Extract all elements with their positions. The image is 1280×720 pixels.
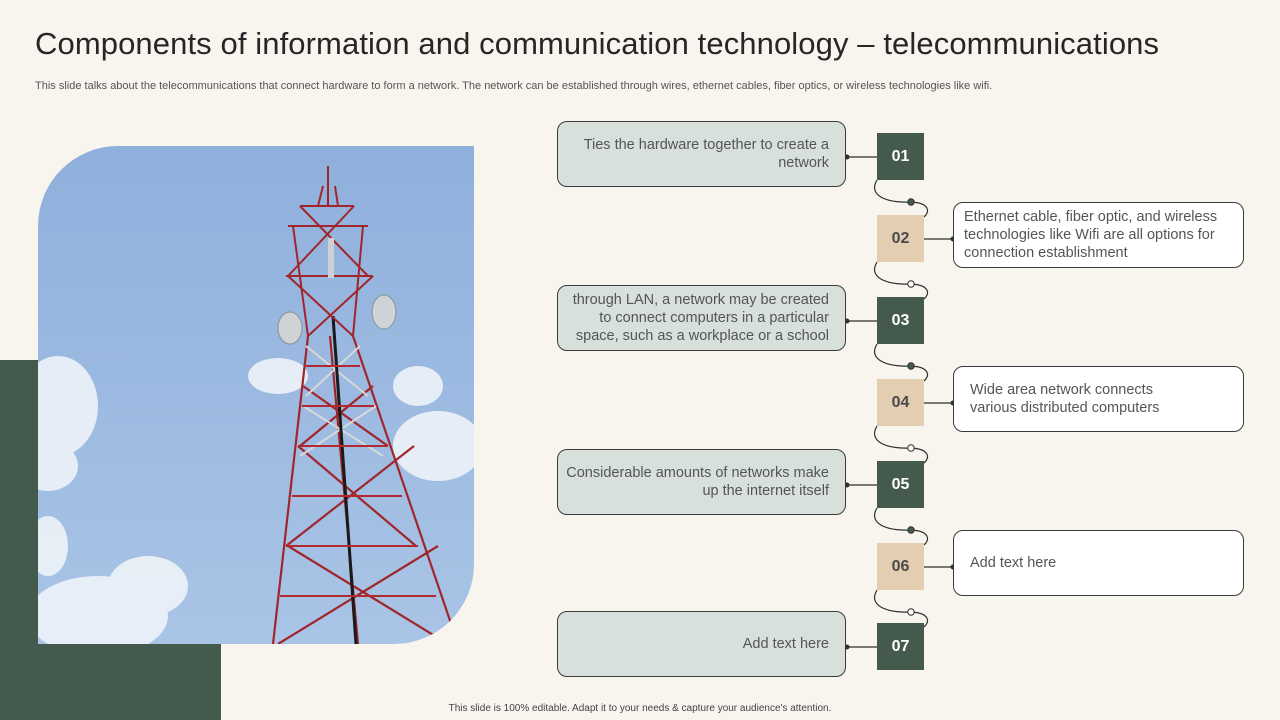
step-07-text: Add text here: [742, 636, 829, 652]
page-title: Components of information and communicat…: [35, 26, 1160, 61]
step-02-text: Ethernet cable, fiber optic, and wireles…: [964, 209, 1218, 261]
step-01-text: Ties the hardware together to create a n…: [583, 137, 829, 171]
step-04-text: Wide area network connects various distr…: [970, 382, 1160, 416]
step-02-number: 02: [877, 215, 924, 262]
step-03-number: 03: [877, 297, 924, 344]
page-subtitle: This slide talks about the telecommunica…: [35, 80, 993, 92]
step-07-box: Add text here: [557, 611, 846, 677]
step-02-box: Ethernet cable, fiber optic, and wireles…: [953, 202, 1244, 268]
step-01-box: Ties the hardware together to create a n…: [557, 121, 846, 187]
step-04-number: 04: [877, 379, 924, 426]
step-05-text: Considerable amounts of networks make up…: [566, 465, 829, 499]
step-05-number: 05: [877, 461, 924, 508]
step-04-box: Wide area network connects various distr…: [953, 366, 1244, 432]
step-06-number: 06: [877, 543, 924, 590]
step-03-text: through LAN, a network may be created to…: [572, 292, 829, 344]
step-07-number: 07: [877, 623, 924, 670]
footer-note: This slide is 100% editable. Adapt it to…: [448, 703, 832, 714]
step-03-box: through LAN, a network may be created to…: [557, 285, 846, 351]
step-01-number: 01: [877, 133, 924, 180]
step-06-text: Add text here: [970, 555, 1057, 571]
telecom-tower-photo: [38, 146, 474, 644]
step-05-box: Considerable amounts of networks make up…: [557, 449, 846, 515]
step-06-box: Add text here: [953, 530, 1244, 596]
